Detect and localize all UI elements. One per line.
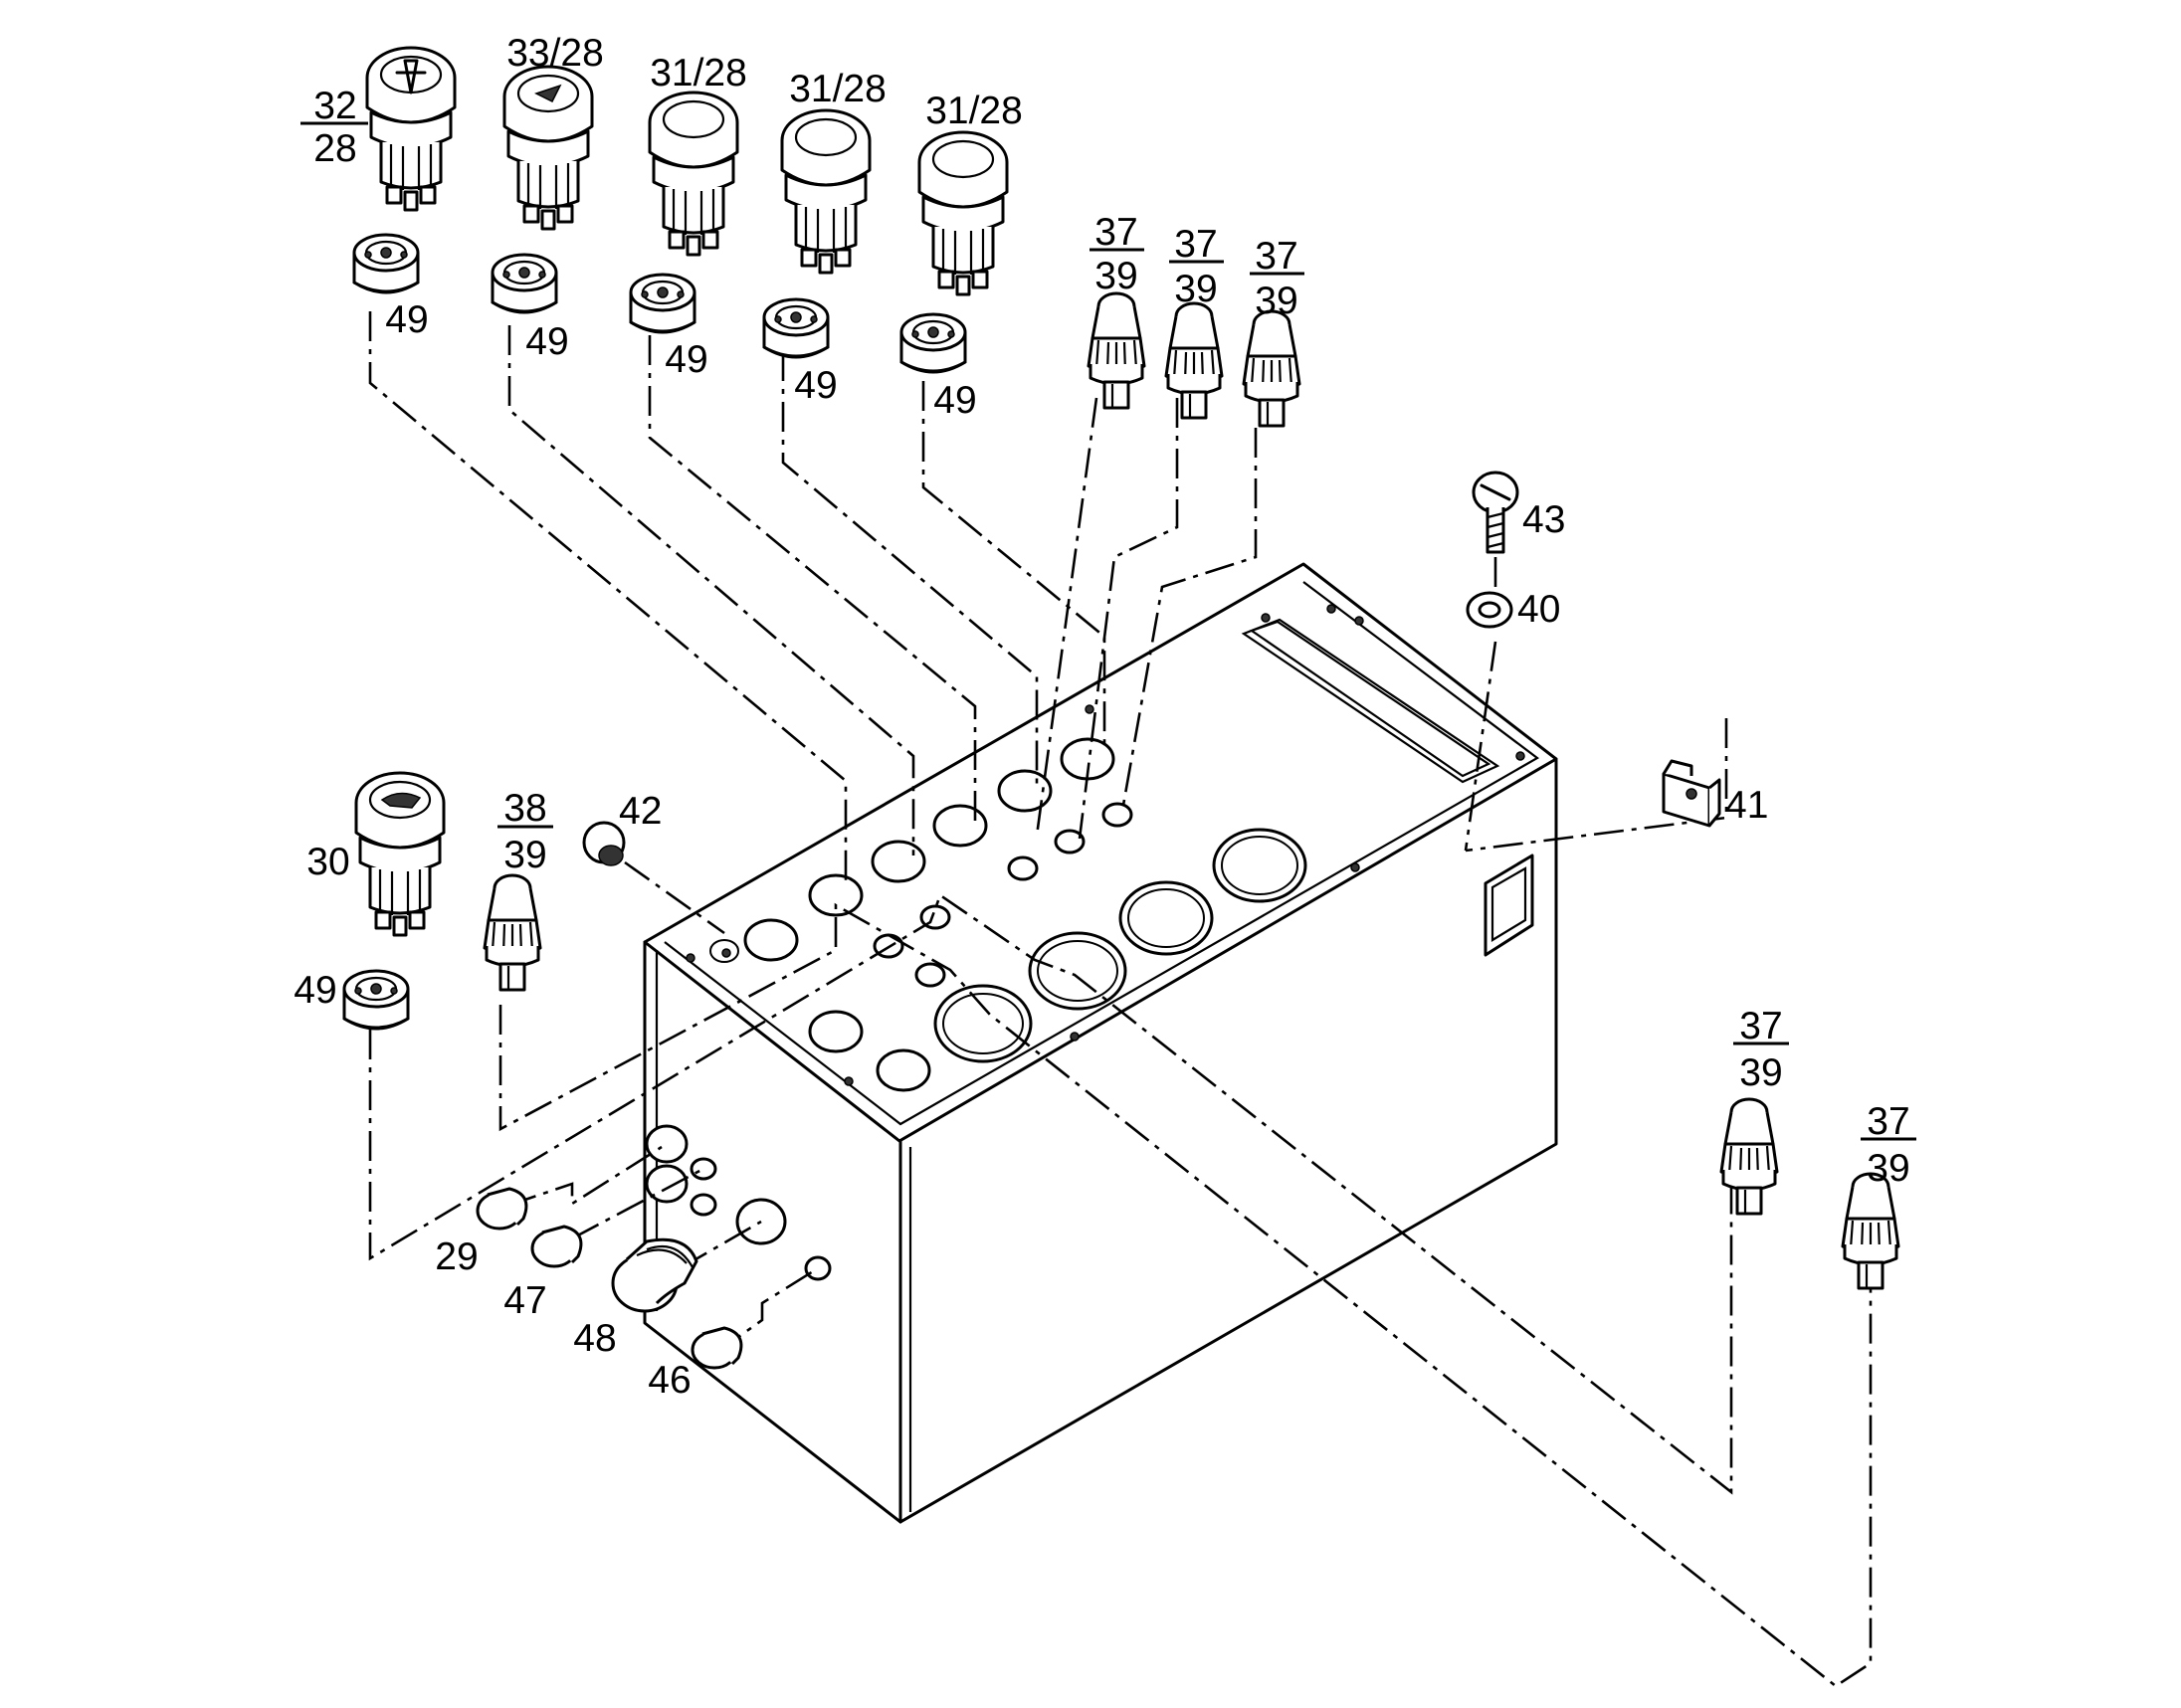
label-37-2-num: 37 [1174,223,1217,266]
fuse-holder-2 [1164,301,1224,420]
label-48: 48 [573,1317,616,1360]
label-31-28-a: 31/28 [650,52,747,95]
plug-48 [611,1237,698,1313]
cap-46 [691,1326,743,1370]
label-41: 41 [1725,784,1768,827]
label-38-den: 39 [503,834,546,876]
label-49-2: 49 [525,320,568,363]
label-29: 29 [435,1235,478,1278]
label-49-6: 49 [294,969,336,1012]
label-40: 40 [1517,588,1560,631]
label-37-1-num: 37 [1094,211,1137,254]
screw-icon [1472,471,1519,554]
label-37-3-den: 39 [1255,280,1297,322]
label-49-1: 49 [385,298,428,341]
label-32-den: 28 [313,127,356,170]
label-47: 47 [503,1279,546,1322]
fuse-holder-5 [1841,1172,1900,1290]
push-button-31b [780,108,872,275]
label-32-num: 32 [313,85,356,127]
push-button-33 [502,65,594,231]
label-38-num: 38 [503,787,546,830]
label-37-3-num: 37 [1255,235,1297,278]
label-37-1-den: 39 [1094,255,1137,297]
lamp-holder-4 [762,297,830,359]
push-button-30 [354,771,446,937]
label-33-28: 33/28 [506,32,604,75]
label-31-28-b: 31/28 [789,68,887,110]
lamp-holder-3 [629,273,696,334]
label-31-28-c: 31/28 [925,90,1023,132]
cap-47 [530,1225,583,1268]
housing-box [643,562,1558,1524]
lamp-holder-6 [342,969,410,1031]
fuse-holder-1 [1087,291,1146,410]
label-37-5-num: 37 [1867,1100,1909,1143]
fuse-holder-6 [483,873,542,992]
lamp-holder-1 [352,233,420,294]
washer-icon [1466,591,1513,629]
label-49-5: 49 [933,379,976,422]
lamp-holder-2 [491,253,558,314]
clip-icon [1662,759,1721,828]
label-37-4-den: 39 [1739,1051,1782,1094]
push-button-31c [917,130,1009,296]
fuse-holder-3 [1242,309,1301,428]
label-46: 46 [648,1359,691,1402]
label-42: 42 [619,790,662,833]
label-49-3: 49 [665,338,707,381]
label-30: 30 [306,841,349,883]
cap-29 [476,1187,528,1231]
lamp-holder-5 [899,312,967,374]
label-37-2-den: 39 [1174,268,1217,310]
label-37-4-num: 37 [1739,1005,1782,1047]
push-button-31a [648,91,739,257]
label-43: 43 [1522,498,1565,541]
leader-lines [368,311,1873,1688]
fuse-holder-4 [1719,1097,1779,1216]
push-button-32 [365,46,457,212]
label-37-5-den: 39 [1867,1147,1909,1190]
label-49-4: 49 [794,364,837,407]
grommet-icon [582,821,626,866]
